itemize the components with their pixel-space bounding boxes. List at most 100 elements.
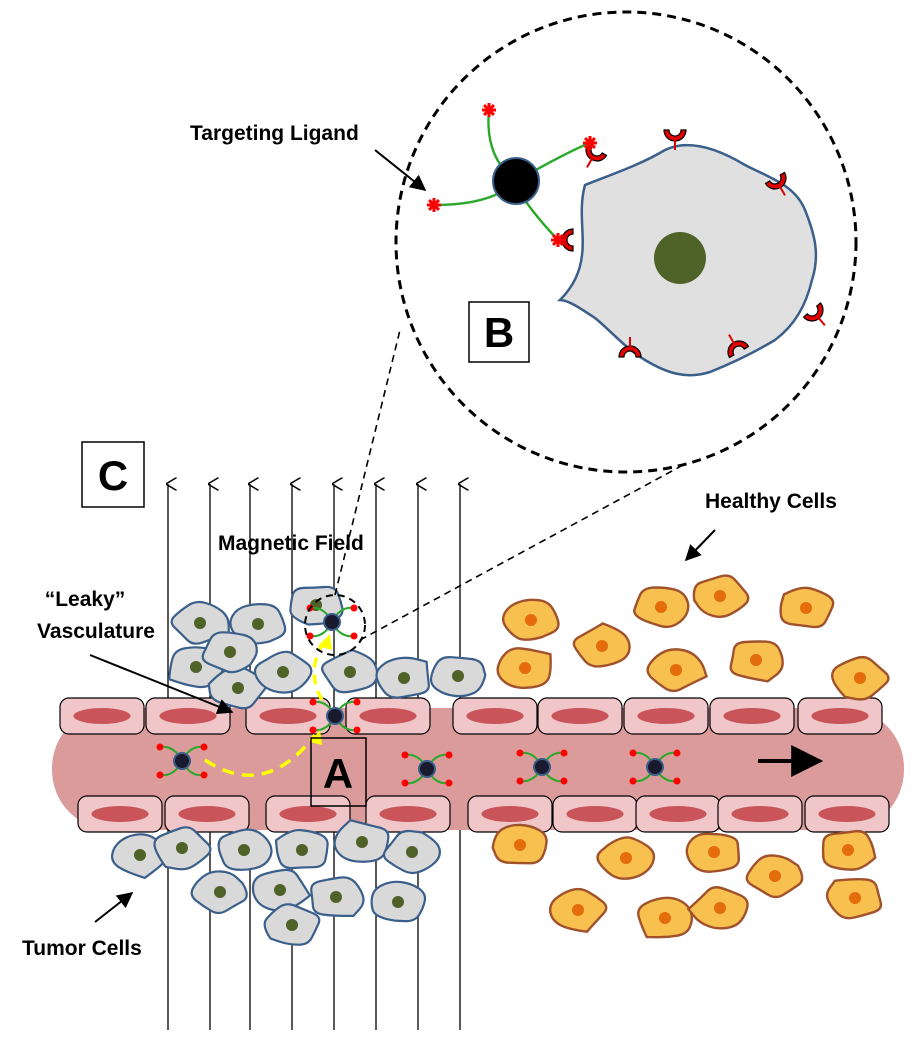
healthy-cells-pointer xyxy=(684,529,716,562)
healthy-cell-nucleus xyxy=(714,590,726,602)
tumor-cell xyxy=(263,903,321,946)
healthy-cell xyxy=(491,823,548,865)
healthy-cell-nucleus xyxy=(854,672,866,684)
receptor-cup xyxy=(561,228,574,252)
ligand-head xyxy=(629,777,637,785)
ligand-head xyxy=(350,632,358,640)
leaky-vasculature-pointer xyxy=(89,654,234,715)
nanoparticle xyxy=(629,749,681,785)
endothelial-nucleus xyxy=(259,708,317,724)
tumor-cell xyxy=(370,880,427,923)
nanoparticle-core xyxy=(646,758,664,776)
zoom-origin-circle xyxy=(304,594,366,656)
nanoparticle-core xyxy=(326,707,344,725)
healthy-cell xyxy=(496,647,552,690)
ligand-head xyxy=(200,743,208,751)
tumor-cell xyxy=(217,828,273,871)
magnetic-field-label: Magnetic Field xyxy=(218,532,364,555)
endothelial-nucleus xyxy=(811,708,869,724)
endothelial-nucleus xyxy=(379,806,437,822)
healthy-cell xyxy=(548,887,608,933)
zoomed-nanoparticle xyxy=(427,103,597,247)
tumor-cell xyxy=(190,870,248,915)
receptor-cup xyxy=(802,302,824,322)
endothelial-nucleus xyxy=(73,708,131,724)
tumor-cell xyxy=(201,631,258,674)
tumor-cell-nucleus xyxy=(194,617,206,629)
ligand-head xyxy=(350,604,358,612)
nanoparticle-core xyxy=(533,758,551,776)
tumor-cell-nucleus xyxy=(252,618,264,630)
ligand-head xyxy=(673,777,681,785)
healthy-cell xyxy=(596,836,656,880)
healthy-cell xyxy=(572,622,631,668)
yellow-path-lower xyxy=(204,733,317,777)
endothelial-nucleus xyxy=(637,708,695,724)
receptor xyxy=(727,334,750,359)
ligand-head xyxy=(629,749,637,757)
panel-a-label: A xyxy=(323,750,353,797)
targeting-ligand-label: Targeting Ligand xyxy=(190,122,359,145)
ligand-spike xyxy=(482,103,496,117)
healthy-cell-nucleus xyxy=(659,912,671,924)
tumor-cell-nucleus xyxy=(190,661,202,673)
healthy-cell-nucleus xyxy=(769,870,781,882)
endothelial-nucleus xyxy=(723,708,781,724)
nanoparticle xyxy=(516,749,568,785)
tumor-cell-nucleus xyxy=(406,846,418,858)
ligand-head xyxy=(673,749,681,757)
tumor-cell xyxy=(333,818,390,863)
tumor-cell-nucleus xyxy=(330,891,342,903)
leaky-vasculature-label-line1: “Leaky” xyxy=(45,588,126,611)
tumor-cell-nucleus xyxy=(452,670,464,682)
tumor-cell xyxy=(153,826,212,871)
endothelial-nucleus xyxy=(91,806,149,822)
healthy-cell-nucleus xyxy=(750,654,762,666)
healthy-cell-nucleus xyxy=(800,602,812,614)
ligand-head xyxy=(200,771,208,779)
tumor-cell xyxy=(253,650,313,694)
ligand-spike xyxy=(551,233,565,247)
healthy-cell xyxy=(692,574,750,619)
ligand-head xyxy=(401,779,409,787)
healthy-cell-nucleus xyxy=(572,904,584,916)
receptor-stem xyxy=(586,158,593,168)
healthy-cell-nucleus xyxy=(519,662,531,674)
nanoparticle-core xyxy=(323,613,341,631)
tumor-cell xyxy=(251,868,312,912)
panel-a-box: A xyxy=(310,737,367,807)
healthy-cell-nucleus xyxy=(708,846,720,858)
tumor-cell-cluster xyxy=(110,585,487,946)
panel-b-box: B xyxy=(468,301,530,363)
receptor-cup xyxy=(764,171,787,190)
endothelial-nucleus xyxy=(551,708,609,724)
healthy-cell xyxy=(685,832,741,873)
receptor-cup xyxy=(618,345,642,358)
tumor-cell-nucleus xyxy=(398,672,410,684)
panel-c-box: C xyxy=(81,441,145,508)
healthy-cell-nucleus xyxy=(670,664,682,676)
tumor-cell-nucleus xyxy=(296,844,308,856)
tumor-cells-label: Tumor Cells xyxy=(22,937,142,960)
tumor-cells-pointer xyxy=(94,892,134,923)
endothelial-nucleus xyxy=(279,806,337,822)
panel-c-label: C xyxy=(98,452,128,499)
healthy-cell xyxy=(729,640,784,683)
ligand-head xyxy=(309,726,317,734)
blood-vessel xyxy=(52,697,904,833)
healthy-cell-nucleus xyxy=(655,601,667,613)
endothelial-layer-top xyxy=(59,697,883,735)
ligand-head xyxy=(427,198,441,212)
healthy-cell-cluster xyxy=(491,574,890,939)
receptor xyxy=(618,337,642,358)
tumor-cell-nucleus xyxy=(214,886,226,898)
ligand-head xyxy=(516,749,524,757)
ligand-head xyxy=(445,779,453,787)
tumor-cell-nucleus xyxy=(238,844,250,856)
receptor xyxy=(663,129,687,150)
tumor-cell-nucleus xyxy=(277,666,289,678)
tumor-cell-nucleus xyxy=(232,682,244,694)
healthy-cell xyxy=(501,598,560,641)
healthy-cell xyxy=(633,586,690,629)
tumor-cell xyxy=(229,603,287,645)
